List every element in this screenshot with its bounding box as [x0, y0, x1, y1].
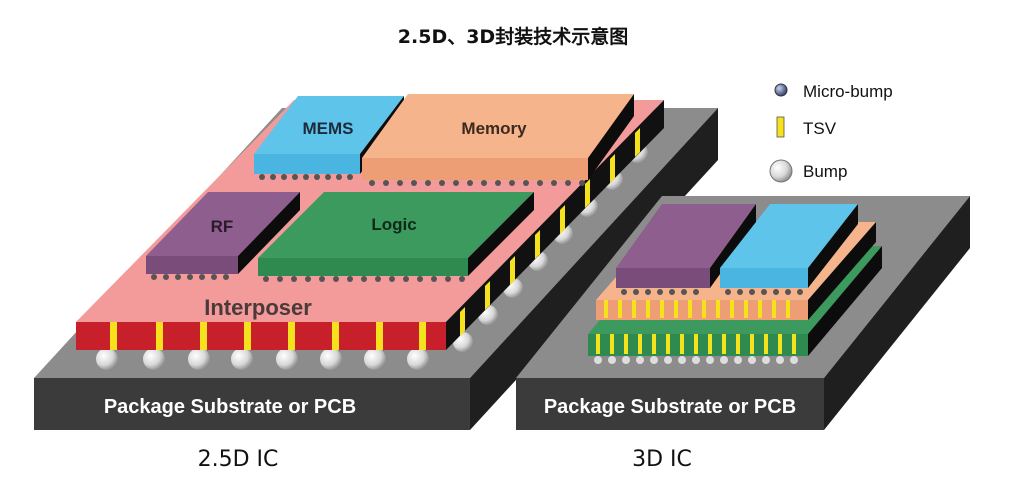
- legend: Micro-bump TSV Bump: [769, 82, 893, 183]
- legend-micro-bump-label: Micro-bump: [803, 82, 893, 101]
- tsv-legend-icon: [776, 116, 785, 138]
- chip-rf: RF: [146, 192, 300, 280]
- chip-memory-label: Memory: [461, 119, 527, 138]
- substrate-25d-label: Package Substrate or PCB: [104, 396, 356, 418]
- interposer-side: [446, 100, 664, 350]
- chip-mems-label: MEMS: [303, 119, 354, 138]
- substrate-25d-front: [34, 378, 470, 430]
- interposer-label: Interposer: [204, 295, 312, 320]
- stack-chip-blue: [720, 204, 858, 295]
- substrate-3d-front: [516, 378, 824, 430]
- bumps-25d-front: [96, 348, 429, 370]
- legend-bump-label: Bump: [803, 162, 847, 181]
- chip-logic-label: Logic: [371, 215, 416, 234]
- chip-memory: Memory: [362, 94, 634, 186]
- diagram-title: 2.5D、3D封装技术示意图: [397, 26, 629, 48]
- substrate-25d-side: [470, 108, 718, 430]
- substrate-3d-label: Package Substrate or PCB: [544, 396, 796, 418]
- chip-rf-label: RF: [211, 217, 234, 236]
- caption-25d: 2.5D IC: [198, 447, 279, 472]
- chip-logic: Logic: [258, 192, 534, 282]
- bump-legend-icon: [769, 159, 793, 183]
- diagram-2-5d: Package Substrate or PCB: [34, 94, 718, 472]
- micro-bump-legend-icon: [774, 83, 788, 97]
- tsv-25d-side: [460, 128, 640, 336]
- tsv-25d-front: [110, 322, 426, 350]
- caption-3d: 3D IC: [632, 447, 692, 472]
- diagram-3d: Package Substrate or PCB: [516, 196, 970, 472]
- interposer-front: [76, 322, 446, 350]
- substrate-3d-side: [824, 196, 970, 430]
- legend-tsv-label: TSV: [803, 119, 837, 138]
